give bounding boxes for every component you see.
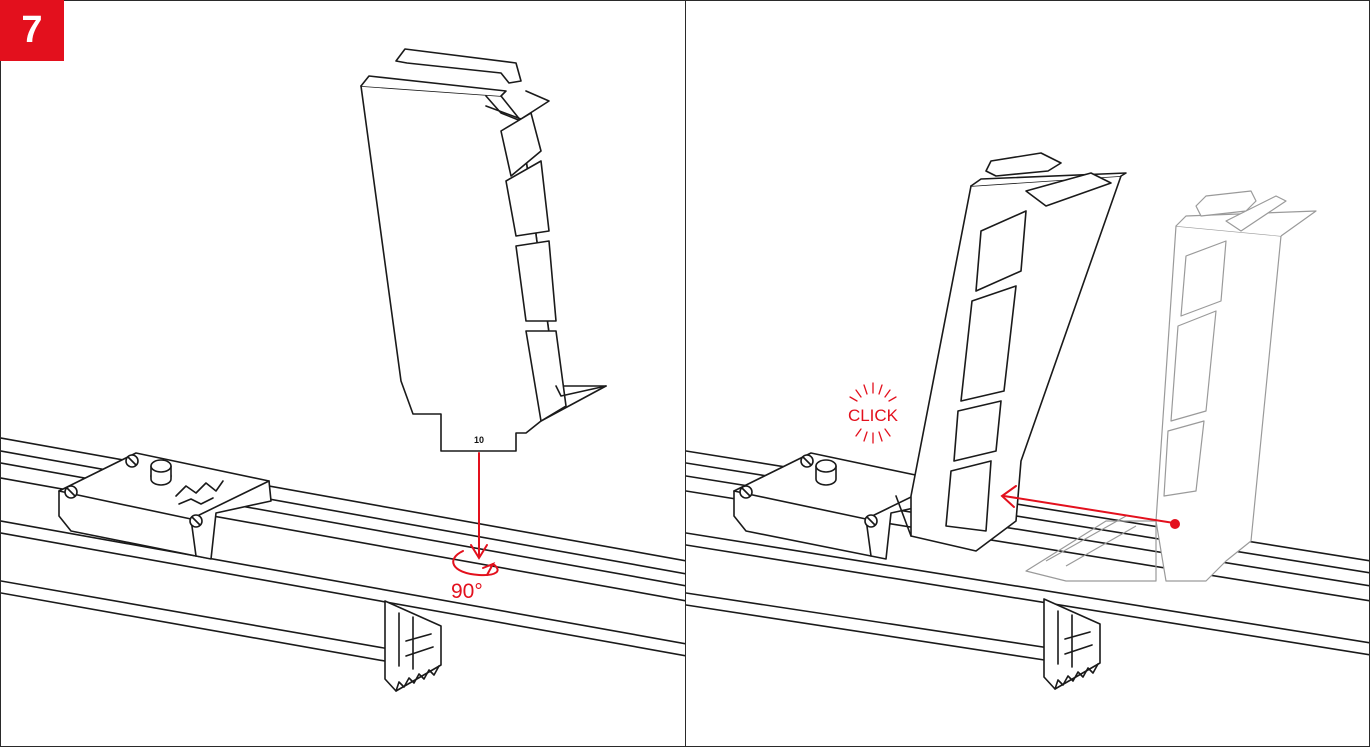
upright-profile-seated bbox=[895, 152, 1127, 552]
profile-size-marking: 10 bbox=[474, 435, 484, 445]
click-label: CLICK bbox=[848, 406, 899, 425]
panel-right-drawing: CLICK bbox=[686, 152, 1369, 690]
step-number-badge: 7 bbox=[0, 0, 64, 61]
panel-slide-and-click: CLICK bbox=[685, 0, 1370, 747]
rail-foot bbox=[384, 600, 442, 692]
rotation-angle-label: 90° bbox=[451, 580, 483, 603]
panel-left-drawing: 10 90° bbox=[1, 48, 685, 692]
profile-start-position-ghost bbox=[1025, 190, 1317, 582]
click-sound-indicator: CLICK bbox=[848, 382, 899, 444]
slide-direction-arrow bbox=[1000, 485, 1180, 529]
rail-foot bbox=[1043, 598, 1101, 690]
clamp-bracket bbox=[58, 452, 272, 560]
upright-profile: 10 bbox=[360, 48, 607, 452]
panel-insert-and-rotate: 10 90° bbox=[0, 0, 686, 747]
clamp-bracket bbox=[733, 452, 947, 560]
insert-rotate-indicator: 90° bbox=[451, 452, 499, 603]
